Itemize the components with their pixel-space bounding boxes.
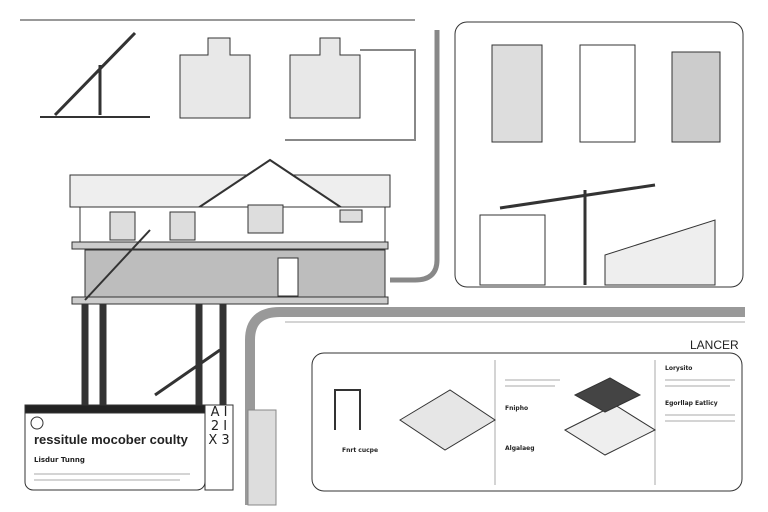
building-sections	[479, 44, 721, 286]
annotation-lines	[34, 379, 735, 481]
road-segment	[247, 409, 277, 506]
hazard-stripe	[24, 404, 206, 414]
title-block-subtitle: Lisdur Tunng	[34, 456, 85, 464]
detail-panel-top	[454, 21, 744, 288]
sheet-code-box	[204, 404, 234, 491]
panel-heading: Fnipho	[505, 405, 529, 412]
brand-label: LANCER	[690, 338, 739, 352]
sheet-code: A I 2 I X 3	[208, 405, 230, 448]
panel-heading: Lorysito	[665, 365, 693, 372]
detail-panel-bottom	[311, 352, 743, 492]
info-icon	[30, 416, 44, 430]
title-block-title: ressitule mocober coulty	[34, 432, 188, 447]
tower-elevations	[179, 37, 361, 119]
panel-heading: Egorllap Eatlicy	[665, 400, 718, 407]
panel-heading: Fnrt cucpe	[342, 447, 379, 454]
road	[245, 307, 745, 505]
pipe	[285, 49, 416, 141]
pipe	[390, 30, 440, 283]
house-elevation	[69, 158, 391, 406]
isometric-details	[334, 377, 657, 456]
crane-drawing	[40, 31, 150, 118]
panel-heading: Algalaeg	[505, 445, 535, 452]
